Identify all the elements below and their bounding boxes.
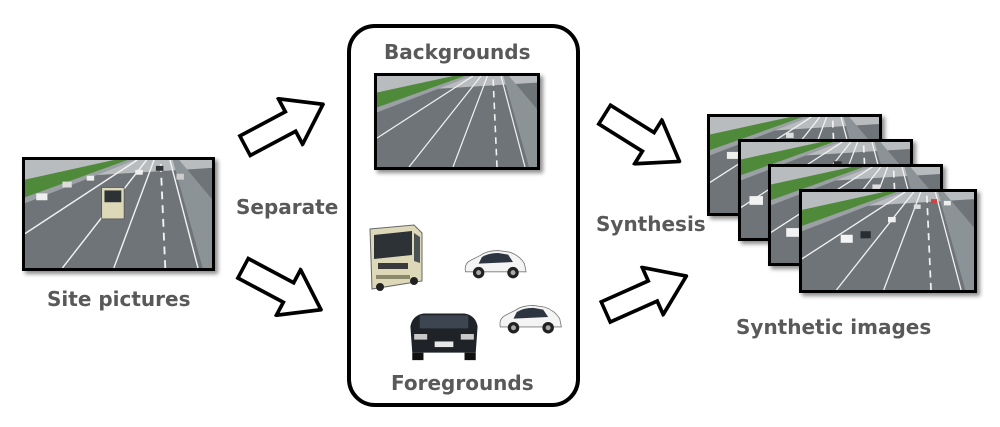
site-picture: [22, 157, 215, 271]
car-icon: [457, 244, 533, 280]
arrow-to-foregrounds-icon: [228, 243, 336, 336]
foregrounds-label: Foregrounds: [391, 371, 534, 395]
bus-icon: [364, 222, 424, 294]
arrow-from-foregrounds-icon: [593, 250, 700, 339]
synthetic-image: [799, 189, 977, 293]
arrow-to-backgrounds-icon: [230, 79, 338, 172]
car-icon: [497, 297, 563, 337]
site-pictures-label: Site pictures: [47, 287, 191, 311]
synthesis-label: Synthesis: [596, 212, 706, 236]
background-image: [374, 73, 540, 170]
car-icon: [406, 306, 482, 362]
backgrounds-label: Backgrounds: [384, 40, 531, 64]
arrow-from-backgrounds-icon: [588, 90, 696, 186]
separate-label: Separate: [236, 195, 339, 219]
synthetic-images-label: Synthetic images: [736, 315, 932, 339]
